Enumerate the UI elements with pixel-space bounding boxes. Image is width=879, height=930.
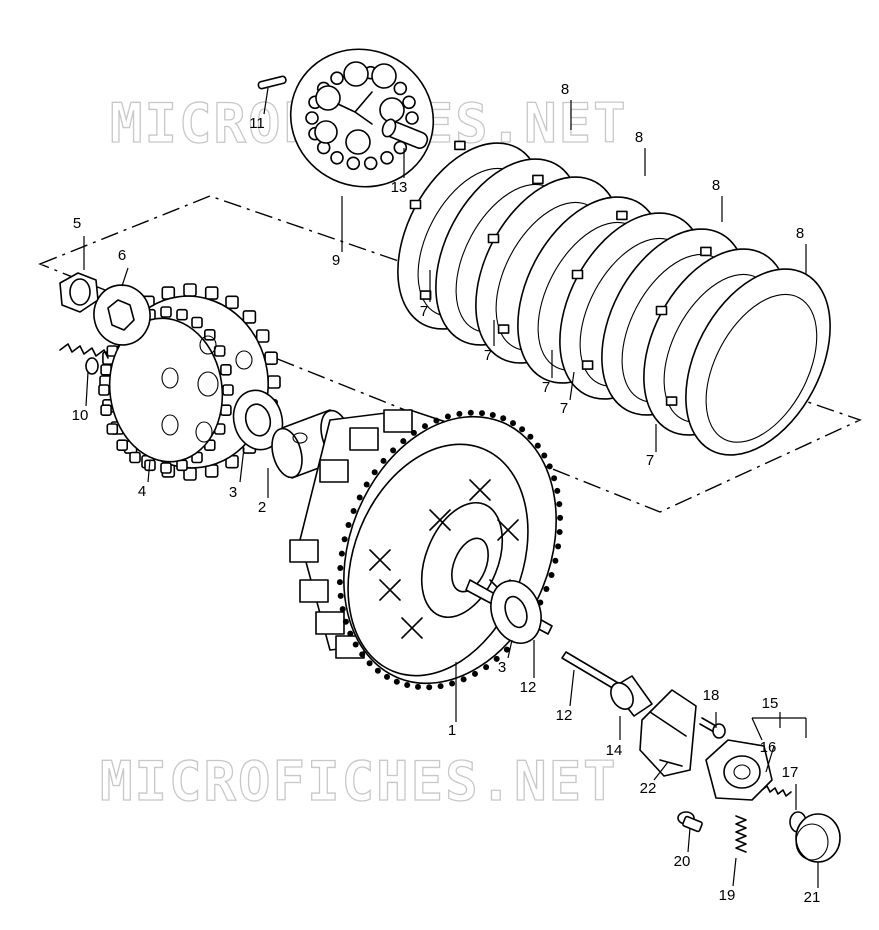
thrust-washer-part-3-lower: [490, 580, 542, 644]
leader-line: [732, 857, 737, 887]
clutch-housing: [289, 409, 564, 691]
callout-number: 13: [391, 179, 408, 196]
callout-number: 10: [72, 407, 89, 424]
leader-line: [239, 447, 245, 483]
push-piece-part-14: [610, 675, 653, 717]
callout-number: 7: [420, 303, 428, 320]
plate-tooth: [380, 151, 394, 165]
callout-number: 7: [542, 379, 550, 396]
housing-cross-mark: [369, 549, 391, 571]
callout-number: 17: [782, 764, 799, 781]
leader-line: [121, 267, 129, 287]
callout-number: 16: [760, 739, 777, 756]
lifter-housing-part-15: [705, 739, 773, 801]
housing-cross-mark: [379, 579, 401, 601]
leader-line: [751, 717, 763, 741]
plate-tooth: [305, 111, 319, 125]
pin-part-11: [257, 75, 287, 90]
callout-number: 3: [498, 659, 506, 676]
primary-driven-gear: [98, 283, 281, 481]
callout-number: 12: [556, 707, 573, 724]
adjust-screw-part-16: [761, 785, 792, 797]
cap-part-21: [795, 813, 841, 863]
watermark-bottom: MICROFICHES.NET: [100, 750, 618, 813]
callout-number: 3: [229, 484, 237, 501]
housing-cross-mark: [469, 479, 491, 501]
plate-tooth: [330, 151, 344, 165]
rod-part-13: [381, 118, 429, 149]
callout-number: 2: [258, 499, 266, 516]
plate-tooth: [330, 71, 344, 85]
leader-line: [765, 745, 775, 773]
nut-part-5: [59, 272, 99, 313]
callout-leaders: [83, 87, 819, 888]
clutch-plates: [397, 140, 831, 456]
plate-tooth: [405, 111, 419, 125]
screw-part-18: [699, 717, 726, 739]
callout-number: 8: [796, 225, 804, 242]
callout-number: 8: [712, 177, 720, 194]
leader-line: [507, 639, 513, 659]
spring-part-19: [735, 815, 747, 853]
housing-finger: [289, 539, 319, 563]
callout-number: 4: [138, 483, 146, 500]
callout-number: 7: [484, 347, 492, 364]
callout-number: 19: [719, 887, 736, 904]
leader-line: [569, 371, 575, 401]
thrust-washer-part-3-upper: [232, 389, 284, 451]
steel-plate: [685, 268, 831, 456]
callout-number: 5: [73, 215, 81, 232]
housing-cross-mark: [401, 617, 423, 639]
callout-number: 22: [640, 780, 657, 797]
callout-number: 9: [332, 252, 340, 269]
callout-number: 11: [249, 115, 265, 132]
release-lifter-part-22: [639, 689, 697, 777]
housing-cross-mark: [429, 509, 451, 531]
callout-number: 21: [804, 889, 821, 906]
callout-number: 7: [560, 400, 568, 417]
callout-number: 7: [646, 452, 654, 469]
housing-finger: [319, 459, 349, 483]
callout-number: 6: [118, 247, 126, 264]
leader-line: [569, 669, 575, 707]
spring-part-10: [59, 343, 109, 375]
callout-number: 12: [520, 679, 537, 696]
callout-number: 8: [635, 129, 643, 146]
pressure-plate: [289, 48, 435, 188]
callout-labels: 1233456777778888910111212131415161718192…: [72, 81, 821, 906]
leader-line: [687, 827, 691, 853]
housing-finger: [299, 579, 329, 603]
callout-number: 20: [674, 853, 691, 870]
callout-number: 8: [561, 81, 569, 98]
leader-line: [85, 371, 89, 407]
housing-finger: [383, 409, 413, 433]
plate-tooth: [346, 156, 361, 171]
housing-finger: [349, 427, 379, 451]
plate-tooth: [393, 81, 408, 96]
leader-line: [263, 87, 269, 115]
callout-number: 15: [762, 695, 779, 712]
callout-number: 14: [606, 742, 623, 759]
plate-tooth: [363, 156, 378, 171]
housing-cross-mark: [497, 519, 519, 541]
callout-number: 1: [448, 722, 456, 739]
washer-part-6: [93, 284, 151, 346]
leader-line: [147, 459, 151, 483]
plate-tooth: [402, 95, 416, 110]
housing-finger: [315, 611, 345, 635]
bolt-part-20: [677, 811, 703, 833]
leader-line: [653, 761, 669, 781]
callout-number: 18: [703, 687, 720, 704]
